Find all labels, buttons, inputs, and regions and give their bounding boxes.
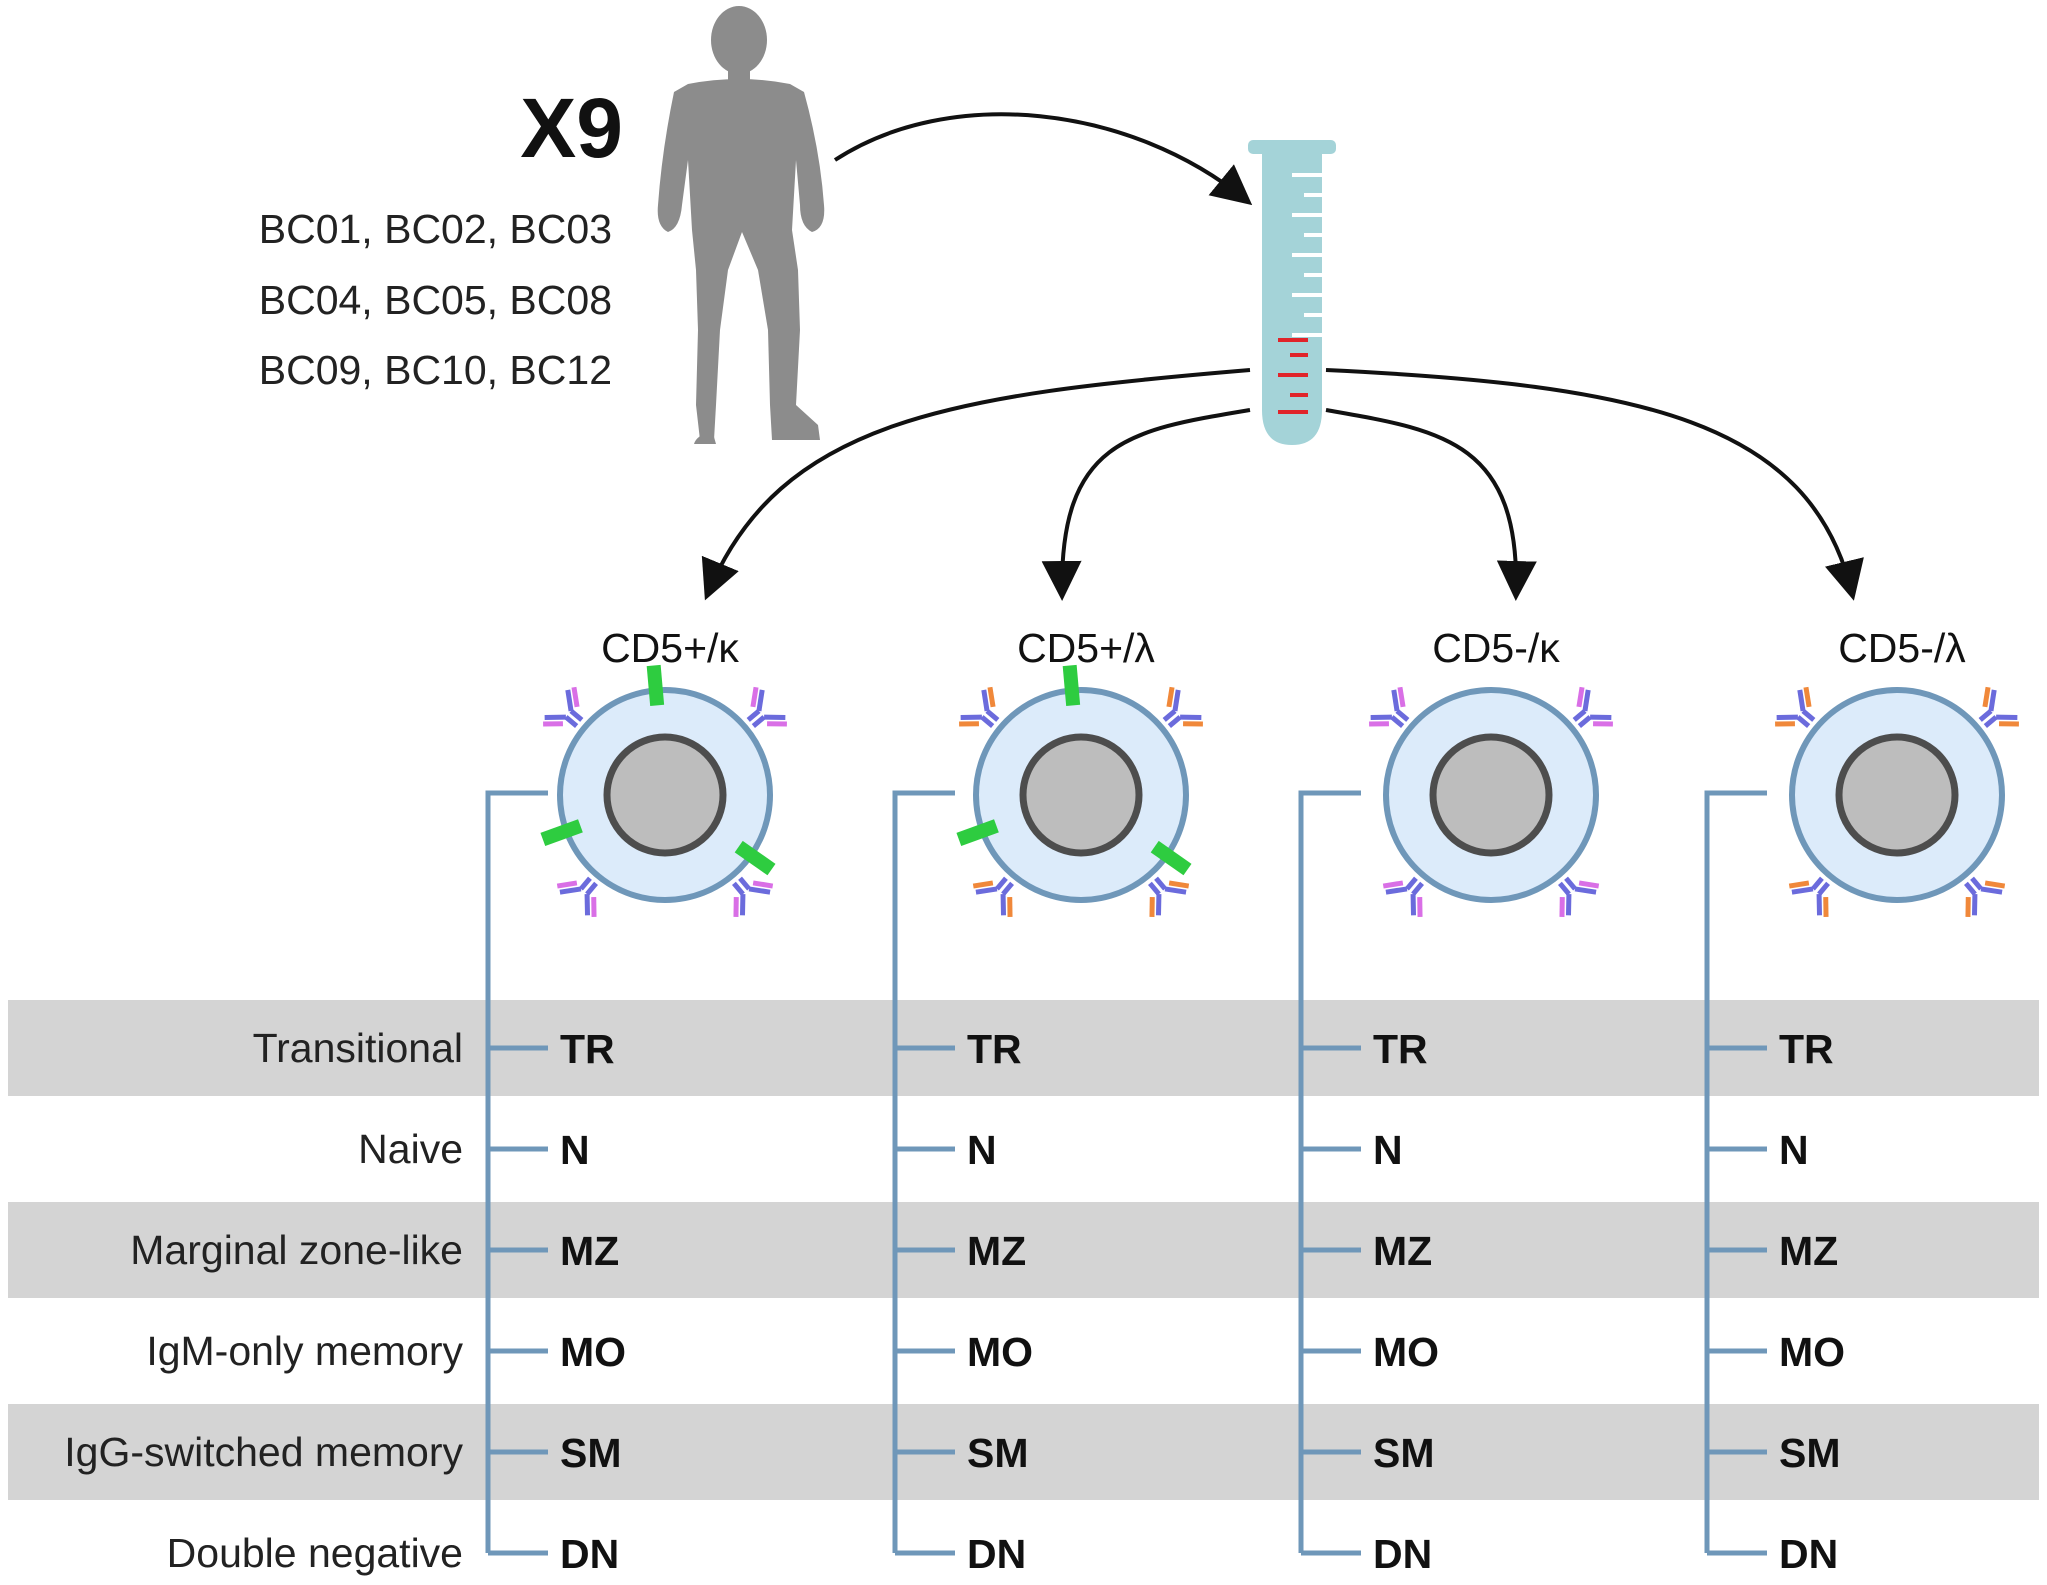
b-cell-icon — [1775, 686, 2019, 917]
donor-id-line-1: BC01, BC02, BC03 — [259, 206, 612, 252]
b-cell-icon — [1369, 686, 1613, 917]
subset-code-tr: TR — [1373, 1026, 1428, 1072]
antibody-icon — [1369, 686, 1410, 728]
subset-code-n: N — [560, 1127, 590, 1173]
tube-to-population-2-arrow — [1041, 408, 1251, 601]
subset-code-sm: SM — [967, 1430, 1029, 1476]
population-label: CD5-/κ — [1432, 625, 1560, 671]
antibody-icon — [1572, 686, 1613, 728]
tube-to-population-1-arrow — [701, 368, 1251, 601]
flow-arrows — [701, 112, 1864, 601]
antibody-icon — [746, 686, 787, 728]
subset-code-sm: SM — [1373, 1430, 1435, 1476]
row-label-mz: Marginal zone-like — [130, 1227, 463, 1273]
row-label-mo: IgM-only memory — [146, 1328, 463, 1374]
row-label-sm: IgG-switched memory — [64, 1429, 463, 1475]
donor-id-line-2: BC04, BC05, BC08 — [259, 277, 612, 323]
row-label-n: Naive — [358, 1126, 463, 1172]
population-label: CD5-/λ — [1838, 625, 1966, 671]
cd5-marker-icon — [734, 840, 776, 876]
population-column-4: CD5-/λTR N MZ MO SM DN — [1704, 625, 2019, 1577]
antibody-icon — [732, 876, 774, 917]
antibody-icon — [1382, 876, 1424, 917]
antibody-icon — [972, 876, 1014, 917]
subset-code-mz: MZ — [560, 1228, 619, 1274]
antibody-icon — [1148, 876, 1190, 917]
cd5-marker-icon — [646, 664, 665, 706]
population-column-3: CD5-/κTR N MZ MO SM DN — [1298, 625, 1613, 1577]
subset-code-tr: TR — [560, 1026, 615, 1072]
row-label-tr: Transitional — [253, 1025, 463, 1071]
population-column-2: CD5+/λTR N MZ MO SM DN — [892, 625, 1203, 1577]
band-sm — [8, 1404, 2039, 1500]
subset-bracket — [485, 790, 548, 1553]
subset-code-mz: MZ — [1373, 1228, 1432, 1274]
tube-to-population-3-arrow — [1325, 408, 1537, 601]
subset-code-sm: SM — [1779, 1430, 1841, 1476]
subset-code-tr: TR — [1779, 1026, 1834, 1072]
subset-code-dn: DN — [1779, 1531, 1838, 1577]
subset-bracket — [1298, 790, 1361, 1553]
test-tube-icon — [1248, 140, 1336, 445]
subset-code-tr: TR — [967, 1026, 1022, 1072]
subset-bracket — [892, 790, 955, 1553]
population-columns: CD5+/κTRNMZMOSMDNCD5+/λTRNMZMOSMDNCD5-/κ… — [485, 625, 2019, 1577]
subset-code-mz: MZ — [967, 1228, 1026, 1274]
subset-code-dn: DN — [560, 1531, 619, 1577]
antibody-icon — [1978, 686, 2019, 728]
antibody-icon — [1788, 876, 1830, 917]
subset-code-n: N — [967, 1127, 997, 1173]
cd5-marker-icon — [1150, 840, 1192, 876]
subset-code-n: N — [1373, 1127, 1403, 1173]
cd5-marker-icon — [540, 819, 583, 847]
donor-count-label: X9 — [520, 81, 623, 175]
population-label: CD5+/λ — [1017, 625, 1155, 671]
b-cell-icon — [540, 664, 787, 917]
subset-code-mo: MO — [967, 1329, 1033, 1375]
subset-code-dn: DN — [967, 1531, 1026, 1577]
donor-id-line-3: BC09, BC10, BC12 — [259, 347, 612, 393]
subset-code-sm: SM — [560, 1430, 622, 1476]
subset-bands — [8, 1000, 2039, 1500]
antibody-icon — [1964, 876, 2006, 917]
person-silhouette-icon — [657, 6, 825, 444]
antibody-icon — [543, 686, 584, 728]
population-label: CD5+/κ — [601, 625, 739, 671]
antibody-icon — [556, 876, 598, 917]
antibody-icon — [1162, 686, 1203, 728]
donor-to-tube-arrow — [833, 112, 1253, 206]
band-mz — [8, 1202, 2039, 1298]
cd5-marker-icon — [956, 819, 999, 847]
row-label-dn: Double negative — [167, 1530, 463, 1576]
tube-to-population-4-arrow — [1325, 368, 1864, 601]
subset-code-mo: MO — [1373, 1329, 1439, 1375]
population-column-1: CD5+/κTR N MZ MO SM DN — [485, 625, 787, 1577]
subset-code-mo: MO — [1779, 1329, 1845, 1375]
subset-code-mz: MZ — [1779, 1228, 1838, 1274]
subset-code-mo: MO — [560, 1329, 626, 1375]
donor-section: X9 BC01, BC02, BC03 BC04, BC05, BC08 BC0… — [259, 6, 825, 444]
antibody-icon — [1775, 686, 1816, 728]
band-tr — [8, 1000, 2039, 1096]
antibody-icon — [1558, 876, 1600, 917]
antibody-icon — [959, 686, 1000, 728]
subset-code-n: N — [1779, 1127, 1809, 1173]
cd5-marker-icon — [1062, 664, 1081, 706]
subset-bracket — [1704, 790, 1767, 1553]
subset-code-dn: DN — [1373, 1531, 1432, 1577]
b-cell-icon — [956, 664, 1203, 917]
